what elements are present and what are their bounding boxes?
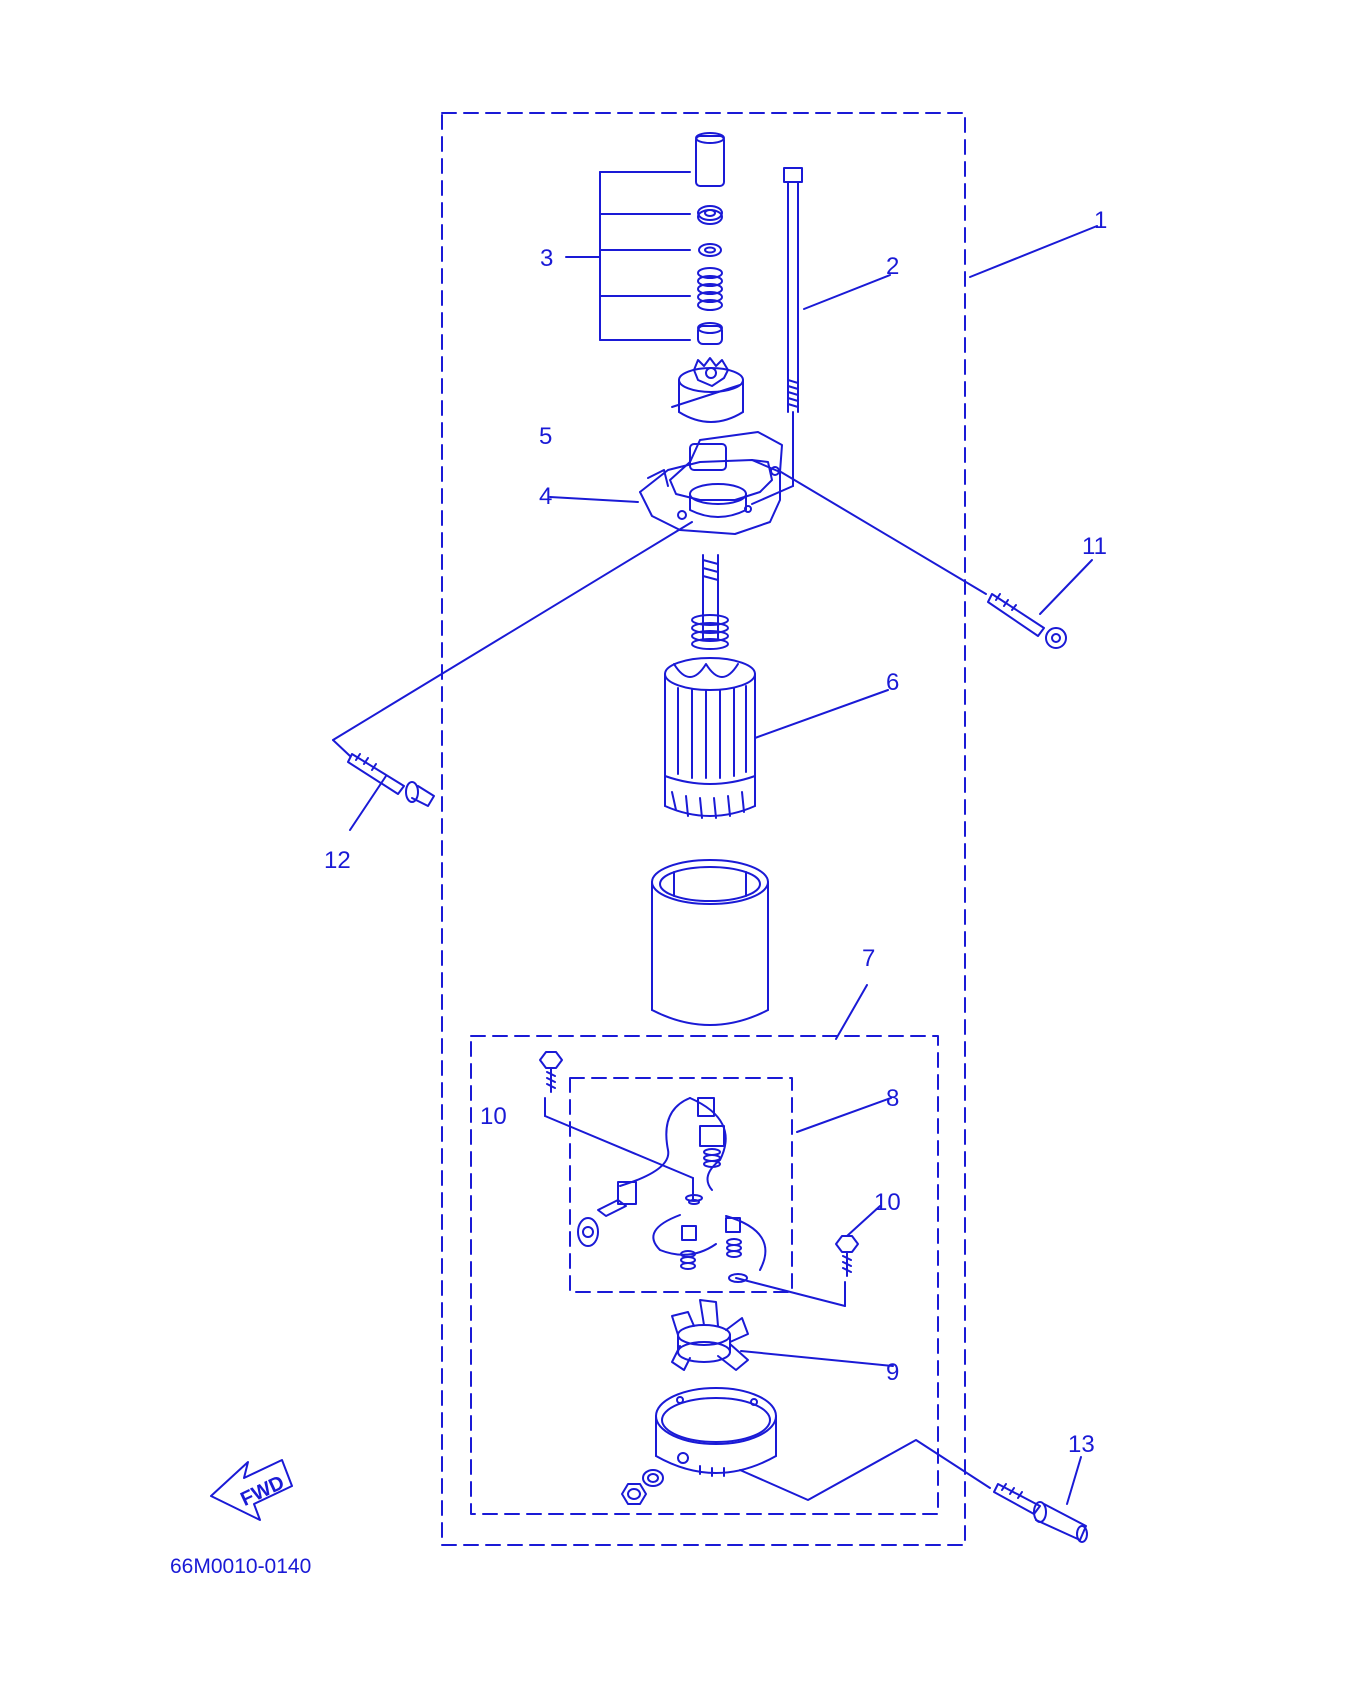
callout-2: 2 bbox=[886, 253, 899, 280]
part-2-through-bolt bbox=[783, 167, 803, 413]
fwd-arrow-icon bbox=[210, 1459, 293, 1521]
callout-9: 9 bbox=[886, 1359, 899, 1386]
callout-10-lower: 10 bbox=[874, 1189, 901, 1216]
callout-3: 3 bbox=[540, 245, 553, 272]
callout-8: 8 bbox=[886, 1085, 899, 1112]
part-10-screw-upper bbox=[539, 1051, 563, 1093]
callout-7: 7 bbox=[862, 945, 875, 972]
yoke-housing bbox=[651, 859, 769, 1026]
part-3-pinion-stopper-set bbox=[695, 132, 725, 345]
part-13-bolt bbox=[993, 1483, 1088, 1543]
part-4-front-bracket bbox=[639, 431, 783, 535]
part-11-bolt bbox=[987, 593, 1067, 649]
part-3-bracket bbox=[565, 171, 691, 341]
rear-end-cover bbox=[655, 1387, 777, 1477]
callout-11: 11 bbox=[1082, 533, 1107, 560]
callout-5: 5 bbox=[539, 423, 552, 450]
part-6-armature bbox=[664, 554, 756, 819]
callout-6: 6 bbox=[886, 669, 899, 696]
part-9-commutator-plate bbox=[671, 1299, 749, 1371]
drawing-code: 66M0010-0140 bbox=[170, 1555, 311, 1578]
assembly-1-dashed-boundary bbox=[441, 112, 966, 1546]
leader-lines bbox=[332, 225, 1098, 1505]
callout-4: 4 bbox=[539, 483, 552, 510]
washer-and-nut bbox=[621, 1469, 664, 1505]
assembly-8-dashed-boundary bbox=[569, 1077, 793, 1293]
assembly-7-dashed-boundary bbox=[470, 1035, 939, 1515]
part-10-screw-lower bbox=[835, 1235, 859, 1277]
callout-10-upper: 10 bbox=[480, 1103, 507, 1130]
part-8-brush-holder-set bbox=[577, 1097, 767, 1283]
callout-13: 13 bbox=[1068, 1431, 1095, 1458]
part-5-pinion-gear bbox=[678, 357, 744, 423]
callout-1: 1 bbox=[1094, 207, 1107, 234]
callout-12: 12 bbox=[324, 847, 351, 874]
part-12-bolt bbox=[347, 753, 435, 807]
